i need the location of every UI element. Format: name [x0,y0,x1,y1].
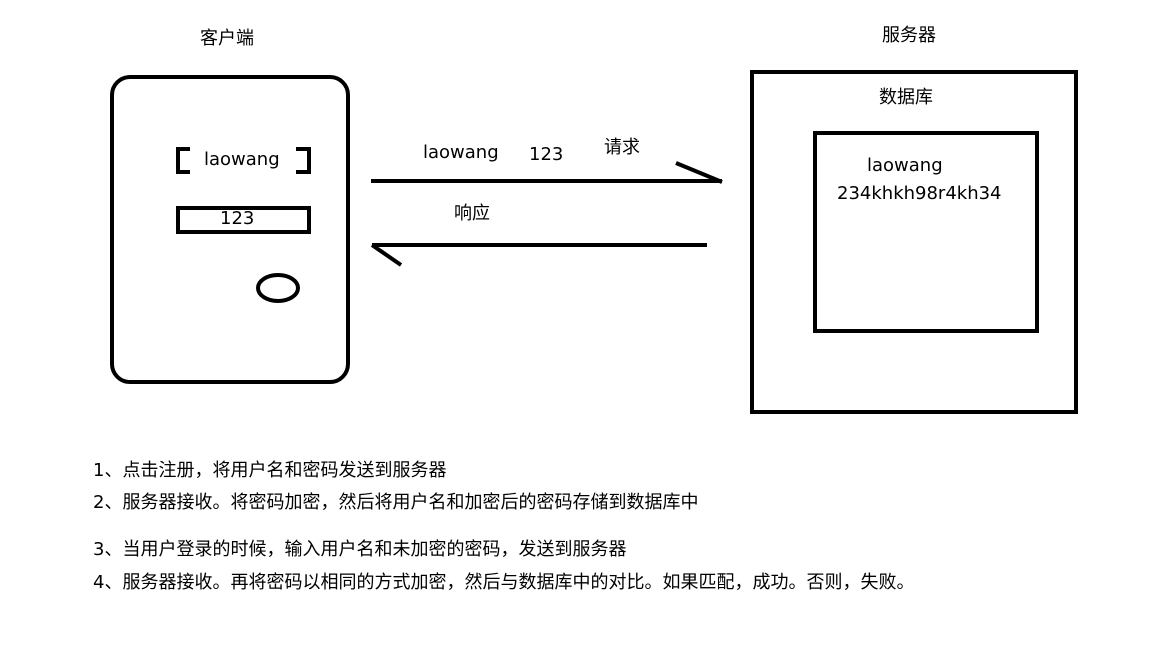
server-title: 服务器 [882,25,936,46]
client-device-outline [110,75,350,384]
client-submit-button [256,273,300,303]
request-password-label: 123 [529,144,564,165]
note-step-2: 2、服务器接收。将密码加密，然后将用户名和加密后的密码存储到数据库中 [93,492,699,513]
request-arrow-head [675,161,723,184]
server-box-outline [750,70,1078,414]
note-step-4: 4、服务器接收。再将密码以相同的方式加密，然后与数据库中的对比。如果匹配，成功。… [93,572,915,593]
request-arrow-label: 请求 [604,137,640,158]
username-field-right-bracket [296,147,311,174]
username-field-left-bracket [176,147,190,174]
note-step-3: 3、当用户登录的时候，输入用户名和未加密的密码，发送到服务器 [93,539,627,560]
database-box-outline [813,131,1039,333]
database-stored-username: laowang [867,155,943,176]
client-username-value: laowang [204,149,280,170]
request-username-label: laowang [423,142,499,163]
response-arrow-label: 响应 [454,203,490,224]
database-stored-hash: 234khkh98r4kh34 [837,183,1002,204]
client-password-value: 123 [218,208,257,229]
response-arrow-head [370,243,403,267]
database-title: 数据库 [879,87,933,108]
note-step-1: 1、点击注册，将用户名和密码发送到服务器 [93,460,447,481]
password-field-outline [176,206,311,234]
client-title: 客户端 [200,28,254,49]
